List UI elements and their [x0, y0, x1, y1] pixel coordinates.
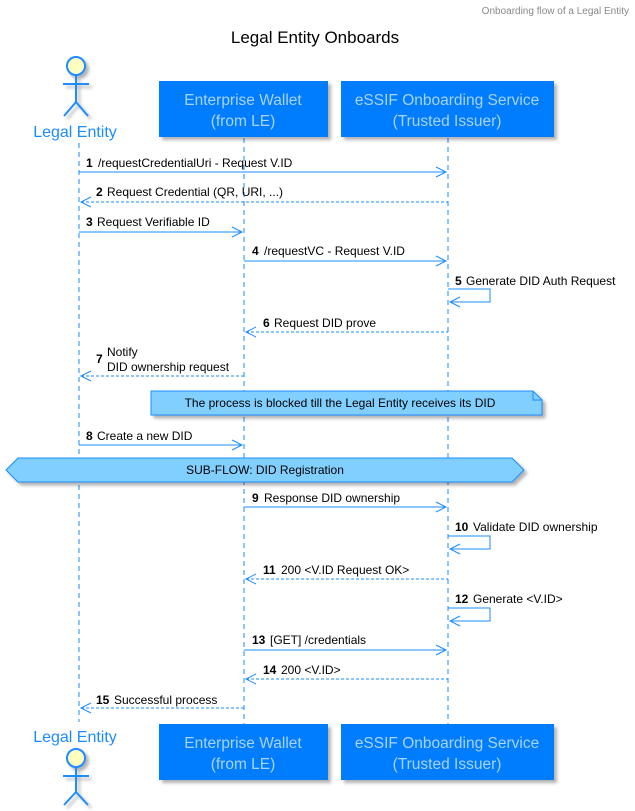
message-label: Notify: [107, 345, 138, 359]
message-number: 3: [86, 215, 93, 229]
message-number: 14: [263, 663, 277, 677]
participant-wallet-line1-bottom: Enterprise Wallet: [184, 735, 302, 752]
message-number: 12: [455, 592, 469, 606]
participant-essif-line2-bottom: (Trusted Issuer): [393, 756, 502, 773]
message-label: Request Credential (QR, URI, ...): [107, 185, 283, 199]
message-9: 9 Response DID ownership: [244, 491, 448, 513]
message-number: 10: [455, 520, 469, 534]
actor-leg-left: [63, 791, 77, 806]
message-label: Successful process: [114, 693, 217, 707]
message-number: 13: [252, 633, 266, 647]
actor-label-legal-entity-bottom: Legal Entity: [33, 729, 117, 746]
actor-head: [66, 56, 86, 76]
message-label: Create a new DID: [97, 429, 193, 443]
message-12: 12 Generate <V.ID>: [448, 592, 563, 627]
actor-leg-right: [75, 791, 89, 806]
participant-box-essif-top: [341, 81, 554, 137]
actor-legal-entity-bottom: [63, 748, 89, 806]
message-number: 5: [455, 274, 462, 288]
actor-head: [66, 748, 86, 768]
message-label: Validate DID ownership: [473, 520, 598, 534]
note-text: The process is blocked till the Legal En…: [185, 396, 496, 410]
message-label-line2: DID ownership request: [107, 360, 230, 374]
participant-essif-line2-top: (Trusted Issuer): [393, 113, 502, 130]
message-10: 10 Validate DID ownership: [448, 520, 598, 555]
participant-wallet-line2-bottom: (from LE): [211, 756, 276, 773]
diagram-title: Legal Entity Onboards: [231, 28, 399, 47]
message-15: 15 Successful process: [79, 693, 244, 714]
message-6: 6 Request DID prove: [244, 316, 448, 338]
subflow-label: SUB-FLOW: DID Registration: [186, 463, 344, 477]
message-number: 15: [96, 693, 110, 707]
message-label: 200 <V.ID Request OK>: [281, 563, 409, 577]
message-number: 9: [252, 491, 259, 505]
message-label: Request Verifiable ID: [97, 215, 210, 229]
message-number: 8: [86, 429, 93, 443]
actor-legal-entity-top: [63, 56, 89, 117]
message-13: 13 [GET] /credentials: [244, 633, 448, 656]
lifelines: [78, 138, 449, 724]
message-label: 200 <V.ID>: [281, 663, 341, 677]
message-label: /requestVC - Request V.ID: [264, 244, 405, 258]
participant-box-enterprise-wallet-top: [159, 81, 328, 137]
diagram-header: Onboarding flow of a Legal Entity: [482, 6, 629, 17]
message-7: 7 Notify DID ownership request: [79, 345, 244, 382]
message-2: 2 Request Credential (QR, URI, ...): [79, 185, 448, 208]
message-4: 4 /requestVC - Request V.ID: [244, 244, 448, 267]
message-number: 6: [263, 316, 270, 330]
participant-essif-line1-bottom: eSSIF Onboarding Service: [355, 735, 539, 752]
actor-label-legal-entity-top: Legal Entity: [33, 124, 117, 141]
message-8: 8 Create a new DID: [79, 429, 244, 451]
message-number: 11: [263, 563, 276, 577]
participant-wallet-line2-top: (from LE): [211, 113, 276, 130]
participant-wallet-line1-top: Enterprise Wallet: [184, 92, 302, 109]
message-label: [GET] /credentials: [270, 633, 366, 647]
message-label: Response DID ownership: [264, 491, 400, 505]
message-14: 14 200 <V.ID>: [244, 663, 448, 685]
message-label: Generate <V.ID>: [473, 592, 563, 606]
subflow: SUB-FLOW: DID Registration: [5, 457, 525, 483]
message-number: 2: [96, 185, 103, 199]
message-label: Generate DID Auth Request: [466, 274, 616, 288]
message-1: 1 /requestCredentialUri - Request V.ID: [79, 156, 448, 178]
message-number: 7: [96, 352, 103, 366]
actor-leg-left: [63, 101, 77, 117]
message-11: 11 200 <V.ID Request OK>: [244, 563, 448, 585]
message-3: 3 Request Verifiable ID: [79, 215, 244, 238]
message-label: /requestCredentialUri - Request V.ID: [98, 156, 293, 170]
participant-box-essif-bottom: [341, 724, 554, 780]
actor-leg-right: [75, 101, 89, 117]
message-label: Request DID prove: [274, 316, 376, 330]
message-number: 4: [252, 244, 259, 258]
participant-essif-line1-top: eSSIF Onboarding Service: [355, 92, 539, 109]
message-5: 5 Generate DID Auth Request: [448, 274, 616, 308]
participant-box-enterprise-wallet-bottom: [159, 724, 328, 780]
message-number: 1: [86, 156, 93, 170]
note: The process is blocked till the Legal En…: [150, 390, 543, 416]
